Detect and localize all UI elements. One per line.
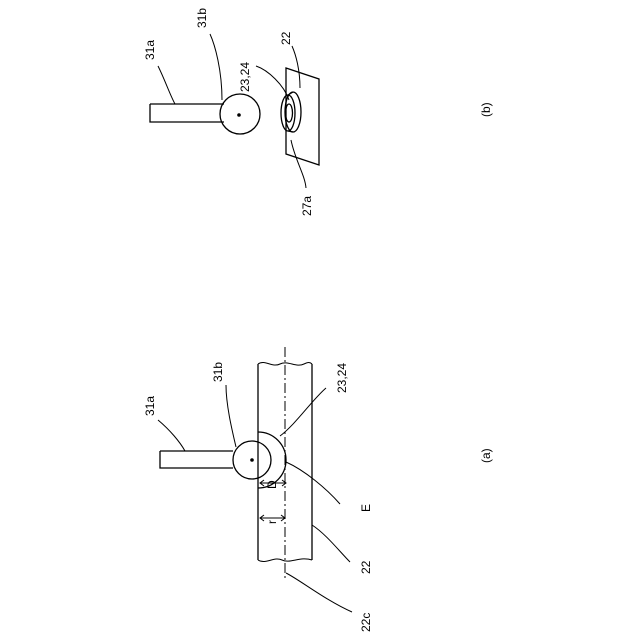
label-e: E bbox=[359, 504, 373, 512]
leader-23-24-a bbox=[280, 388, 326, 436]
label-31a-a: 31a bbox=[143, 396, 157, 416]
leader-31a-b bbox=[158, 66, 175, 104]
label-d: D bbox=[265, 480, 279, 489]
label-27a-b: 27a bbox=[300, 196, 314, 216]
ball-center-a bbox=[250, 458, 254, 462]
label-22-b: 22 bbox=[279, 31, 293, 45]
socket-23-24-b bbox=[281, 92, 301, 132]
ball-center-b bbox=[237, 113, 241, 117]
leader-e bbox=[286, 462, 340, 504]
panel-label-a: (a) bbox=[479, 448, 493, 463]
label-31b-b: 31b bbox=[195, 8, 209, 28]
label-r: r bbox=[265, 520, 279, 524]
leader-23-24-b bbox=[256, 66, 289, 100]
label-31b-a: 31b bbox=[211, 362, 225, 382]
arm-31a-a bbox=[160, 451, 233, 468]
panel-label-b: (b) bbox=[479, 102, 493, 117]
leader-31a-a bbox=[158, 420, 185, 451]
arm-31a-b bbox=[150, 104, 224, 122]
leader-31b-b bbox=[210, 34, 222, 100]
leader-31b-a bbox=[226, 385, 236, 447]
label-31a-b: 31a bbox=[143, 40, 157, 60]
plate-22-b bbox=[286, 68, 319, 165]
leader-22c bbox=[286, 573, 352, 612]
label-22-a: 22 bbox=[359, 560, 373, 574]
leader-27a-b bbox=[291, 140, 306, 188]
leader-22-a bbox=[312, 525, 350, 562]
label-23-24-a: 23,24 bbox=[335, 363, 349, 393]
label-22c: 22c bbox=[359, 613, 373, 632]
label-23-24-b: 23,24 bbox=[238, 62, 252, 92]
panel-b: 31a 31b 23,24 22 27a (b) bbox=[143, 8, 493, 216]
socket-23-24-a bbox=[258, 432, 286, 488]
leader-22-b bbox=[292, 46, 300, 88]
panel-a: 31a 31b 23,24 D r E 22 22c (a) bbox=[143, 347, 493, 632]
